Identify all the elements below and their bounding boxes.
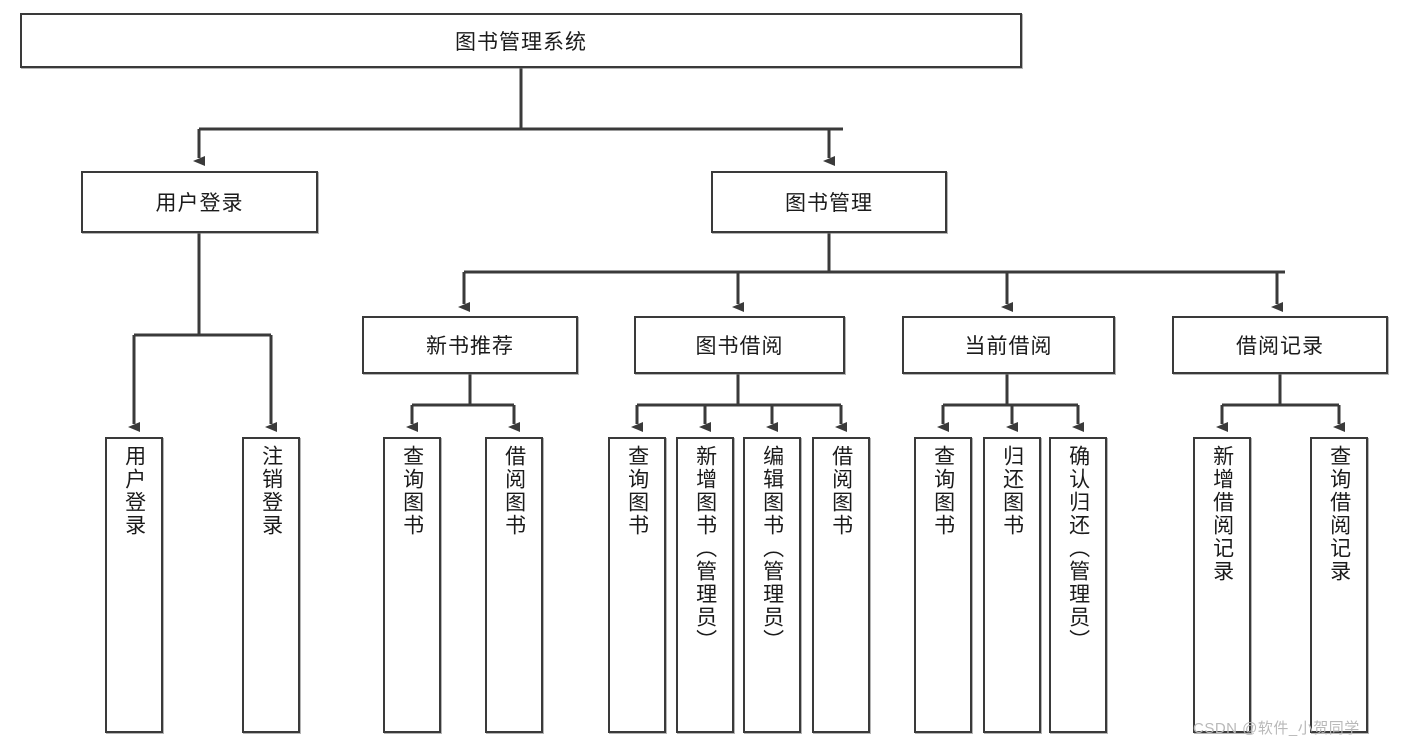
node-current-borrow[interactable]: 当前借阅	[902, 316, 1115, 374]
node-label: 归还图书	[1000, 445, 1024, 537]
node-label: 当前借阅	[964, 335, 1053, 358]
node-label: 图书借阅	[695, 335, 784, 358]
node-leaf-query-borrow-record[interactable]: 查询借阅记录	[1310, 437, 1368, 733]
node-leaf-query-book-3[interactable]: 查询图书	[914, 437, 972, 733]
node-label: 编辑图书（管理员）	[760, 445, 784, 652]
node-book-management-system[interactable]: 图书管理系统	[20, 13, 1022, 68]
node-label: 图书管理系统	[455, 30, 587, 54]
csdn-watermark: CSDN @软件_小贺同学	[1193, 720, 1360, 737]
node-label: 查询图书	[625, 445, 649, 537]
node-leaf-logout-login[interactable]: 注销登录	[242, 437, 300, 733]
node-leaf-add-borrow-record[interactable]: 新增借阅记录	[1193, 437, 1251, 733]
node-book-manage[interactable]: 图书管理	[711, 171, 947, 233]
node-label: 新增借阅记录	[1210, 445, 1234, 583]
node-label: 用户登录	[155, 192, 244, 215]
node-borrow-record[interactable]: 借阅记录	[1172, 316, 1388, 374]
node-leaf-user-login[interactable]: 用户登录	[105, 437, 163, 733]
node-label: 查询图书	[931, 445, 955, 537]
node-leaf-edit-book-admin[interactable]: 编辑图书（管理员）	[743, 437, 801, 733]
node-label: 新增图书（管理员）	[693, 445, 717, 652]
node-label: 用户登录	[122, 445, 146, 537]
node-leaf-confirm-return-admin[interactable]: 确认归还（管理员）	[1049, 437, 1107, 733]
node-label: 确认归还（管理员）	[1066, 445, 1090, 652]
node-label: 借阅记录	[1236, 335, 1324, 358]
node-leaf-borrow-book-1[interactable]: 借阅图书	[485, 437, 543, 733]
node-label: 借阅图书	[502, 445, 526, 537]
node-label: 注销登录	[259, 445, 283, 537]
node-leaf-borrow-book-2[interactable]: 借阅图书	[812, 437, 870, 733]
node-label: 图书管理	[785, 192, 873, 215]
node-label: 新书推荐	[426, 335, 514, 358]
node-label: 借阅图书	[829, 445, 853, 537]
node-leaf-query-book-1[interactable]: 查询图书	[383, 437, 441, 733]
node-book-borrow[interactable]: 图书借阅	[634, 316, 845, 374]
node-label: 查询借阅记录	[1327, 445, 1351, 583]
node-user-login[interactable]: 用户登录	[81, 171, 318, 233]
node-new-book-recommend[interactable]: 新书推荐	[362, 316, 578, 374]
node-leaf-return-book[interactable]: 归还图书	[983, 437, 1041, 733]
node-leaf-query-book-2[interactable]: 查询图书	[608, 437, 666, 733]
node-leaf-add-book-admin[interactable]: 新增图书（管理员）	[676, 437, 734, 733]
node-label: 查询图书	[400, 445, 424, 537]
